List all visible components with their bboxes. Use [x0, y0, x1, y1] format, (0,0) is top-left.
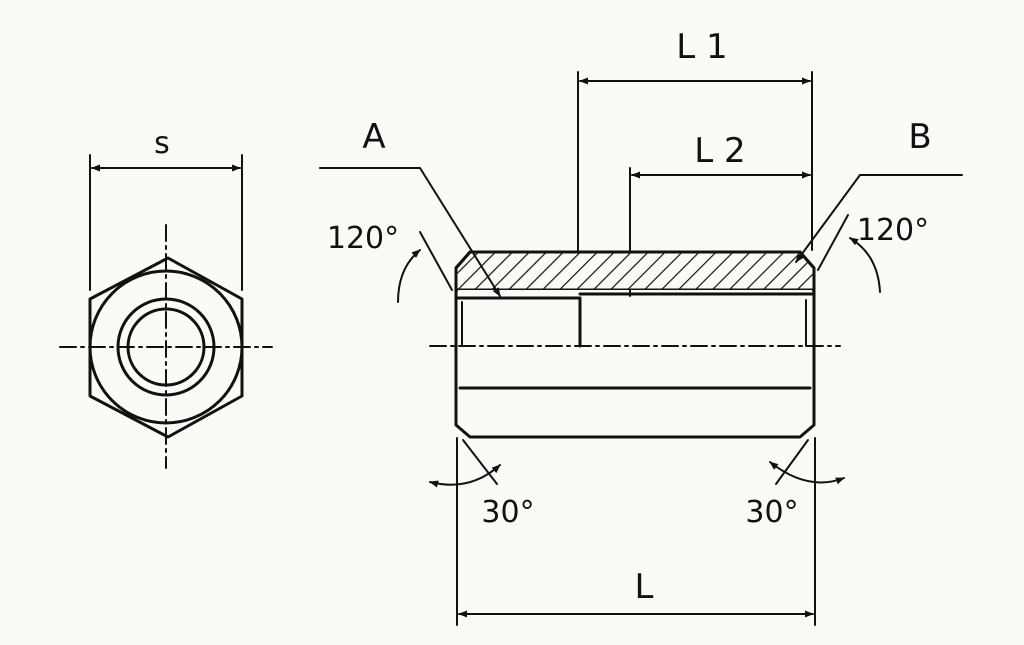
label-angle-right-bottom: 30° [745, 495, 798, 530]
angle-30-right: 30° [745, 439, 845, 530]
label-L2: L 2 [694, 131, 745, 171]
label-angle-left-bottom: 30° [481, 495, 534, 530]
label-L: L [635, 567, 654, 607]
leader-B: B [795, 117, 963, 263]
label-L1: L 1 [676, 27, 727, 67]
dimension-s: s [89, 126, 243, 291]
end-view-hexagon [59, 224, 273, 469]
label-B: B [908, 117, 931, 157]
dimension-L1: L 1 [577, 27, 813, 251]
leader-A: A [319, 117, 501, 297]
side-view-body [429, 250, 841, 439]
dimension-L2: L 2 [629, 131, 811, 251]
label-angle-right-top: 120° [857, 213, 929, 248]
angle-30-left: 30° [429, 439, 535, 530]
label-s: s [154, 126, 170, 161]
label-A: A [362, 117, 385, 157]
label-angle-left-top: 120° [327, 221, 399, 256]
dimension-L: L [456, 437, 816, 626]
angle-120-right: 120° [817, 213, 929, 293]
angle-120-left: 120° [327, 221, 453, 303]
